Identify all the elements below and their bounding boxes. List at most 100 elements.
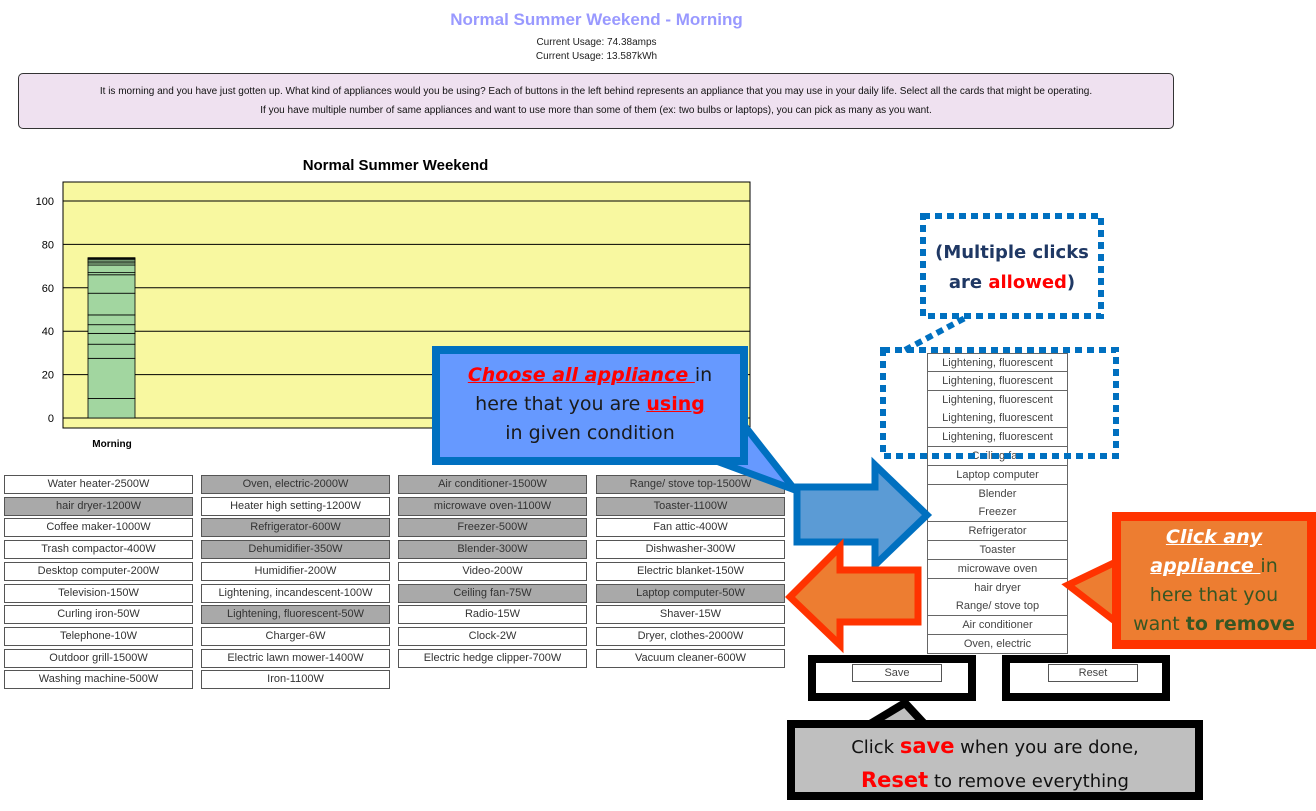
bar-segment[interactable] [87, 324, 136, 334]
selected-appliance-item[interactable]: microwave oven [927, 559, 1068, 579]
appliance-button[interactable]: Television-150W [4, 583, 193, 603]
selected-appliance-item[interactable]: Ceiling fan [927, 447, 1068, 466]
save-button[interactable]: Save [852, 664, 942, 682]
callout-highlight: save [899, 734, 955, 758]
selected-appliance-item[interactable]: Freezer [927, 503, 1068, 523]
x-tick-morning: Morning [92, 439, 131, 450]
appliance-button[interactable]: Heater high setting-1200W [201, 496, 390, 516]
appliance-button[interactable]: Dryer, clothes-2000W [596, 626, 785, 646]
left-arrow-icon [784, 538, 922, 654]
selected-appliance-item[interactable]: hair dryer [927, 578, 1068, 598]
save-highlight [808, 655, 976, 701]
appliance-button[interactable]: Electric hedge clipper-700W [398, 648, 587, 668]
bar-segment[interactable] [87, 292, 136, 316]
appliance-button[interactable]: Radio-15W [398, 605, 587, 625]
choose-callout: Choose all appliance in here that you ar… [432, 346, 748, 465]
selected-appliance-item[interactable]: Lightening, fluorescent [927, 353, 1068, 372]
callout-highlight: Reset [861, 768, 929, 792]
callout-highlight: using [646, 393, 705, 415]
save-callout: Click save when you are done, Reset to r… [787, 720, 1203, 800]
appliance-button[interactable]: Charger-6W [201, 626, 390, 646]
y-tick-label: 60 [42, 283, 54, 295]
appliance-button[interactable]: Shaver-15W [596, 605, 785, 625]
callout-text: here that you [1149, 584, 1279, 606]
appliance-button[interactable]: Fan attic-400W [596, 518, 785, 538]
selected-appliance-item[interactable]: Laptop computer [927, 465, 1068, 485]
note-text: (Multiple clicks [935, 242, 1089, 263]
appliance-button[interactable]: Oven, electric-2000W [201, 475, 390, 494]
appliance-button[interactable]: Ceiling fan-75W [398, 583, 587, 603]
appliance-button[interactable]: Electric blanket-150W [596, 561, 785, 581]
callout-text: to remove everything [928, 771, 1129, 792]
right-arrow-icon [793, 456, 933, 574]
selected-appliance-item[interactable]: Air conditioner [927, 616, 1068, 636]
reset-button[interactable]: Reset [1048, 664, 1138, 682]
appliance-button[interactable]: Video-200W [398, 561, 587, 581]
selected-appliance-item[interactable]: Lightening, fluorescent [927, 428, 1068, 448]
appliance-button[interactable]: Dehumidifier-350W [201, 540, 390, 560]
bar-segment[interactable] [87, 357, 136, 399]
appliance-button[interactable]: Coffee maker-1000W [4, 518, 193, 538]
bar-segment[interactable] [87, 332, 136, 345]
y-tick-label: 0 [48, 413, 54, 425]
appliance-button[interactable]: Lightening, fluorescent-50W [201, 605, 390, 625]
remove-callout: Click any appliance in here that you wan… [1112, 512, 1316, 649]
appliance-button[interactable]: Clock-2W [398, 626, 587, 646]
selected-appliance-item[interactable]: Refrigerator [927, 522, 1068, 542]
appliance-button[interactable]: Refrigerator-600W [201, 518, 390, 538]
bar-segment[interactable] [87, 274, 136, 294]
appliance-button[interactable]: hair dryer-1200W [4, 496, 193, 516]
callout-text: here that you are [475, 393, 647, 415]
bar-segment[interactable] [87, 314, 136, 326]
appliance-button[interactable]: Curling iron-50W [4, 605, 193, 625]
bar-segment[interactable] [87, 398, 136, 419]
appliance-button[interactable]: Washing machine-500W [4, 670, 193, 690]
y-tick-label: 20 [42, 370, 54, 382]
appliance-button[interactable]: Trash compactor-400W [4, 540, 193, 560]
callout-text: in [1260, 555, 1278, 577]
appliance-button[interactable]: Freezer-500W [398, 518, 587, 538]
appliance-button[interactable]: Dishwasher-300W [596, 540, 785, 560]
bar-segment[interactable] [87, 343, 136, 359]
selected-appliance-item[interactable]: Oven, electric [927, 635, 1068, 654]
appliance-button[interactable]: Iron-1100W [201, 670, 390, 690]
bar-segment[interactable] [87, 264, 136, 274]
note-text: are [948, 272, 989, 293]
selected-appliance-item[interactable]: Blender [927, 484, 1068, 504]
selected-appliance-item[interactable]: Lightening, fluorescent [927, 371, 1068, 391]
selected-appliance-item[interactable]: Range/ stove top [927, 597, 1068, 617]
appliance-button[interactable]: Outdoor grill-1500W [4, 648, 193, 668]
y-tick-label: 80 [42, 239, 54, 251]
callout-highlight: appliance [1150, 555, 1261, 577]
bar-segment[interactable] [87, 257, 136, 259]
callout-text: want [1133, 613, 1186, 635]
appliance-button[interactable]: Desktop computer-200W [4, 561, 193, 581]
usage-chart: 0 20 40 60 80 100 Morning [36, 181, 751, 450]
callout-text: in given condition [505, 422, 675, 444]
note-highlight: allowed [988, 272, 1067, 293]
y-tick-label: 40 [42, 326, 54, 338]
appliance-button[interactable]: Air conditioner-1500W [398, 475, 587, 494]
appliance-button[interactable]: Vacuum cleaner-600W [596, 648, 785, 668]
instructions-line-2: If you have multiple number of same appl… [260, 105, 932, 116]
appliance-button[interactable]: Range/ stove top-1500W [596, 475, 785, 494]
selected-appliance-item[interactable]: Lightening, fluorescent [927, 409, 1068, 429]
appliance-button[interactable]: Toaster-1100W [596, 496, 785, 516]
appliance-button[interactable]: Telephone-10W [4, 626, 193, 646]
appliance-button[interactable]: Laptop computer-50W [596, 583, 785, 603]
callout-highlight: Click any [1165, 526, 1263, 548]
appliance-button[interactable]: microwave oven-1100W [398, 496, 587, 516]
selected-appliance-item[interactable]: Toaster [927, 541, 1068, 560]
callout-text: Click [851, 737, 900, 758]
appliance-button[interactable]: Humidifier-200W [201, 561, 390, 581]
selected-appliance-item[interactable]: Lightening, fluorescent [927, 390, 1068, 410]
chart-title: Normal Summer Weekend [302, 157, 489, 174]
usage-kwh: Current Usage: 13.587kWh [535, 51, 658, 62]
y-tick-label: 100 [36, 196, 54, 208]
callout-text: when you are done, [954, 737, 1139, 758]
appliance-button[interactable]: Water heater-2500W [4, 475, 193, 494]
appliance-button[interactable]: Lightening, incandescent-100W [201, 583, 390, 603]
callout-highlight: Choose all appliance [467, 364, 695, 386]
appliance-button[interactable]: Electric lawn mower-1400W [201, 648, 390, 668]
appliance-button[interactable]: Blender-300W [398, 540, 587, 560]
